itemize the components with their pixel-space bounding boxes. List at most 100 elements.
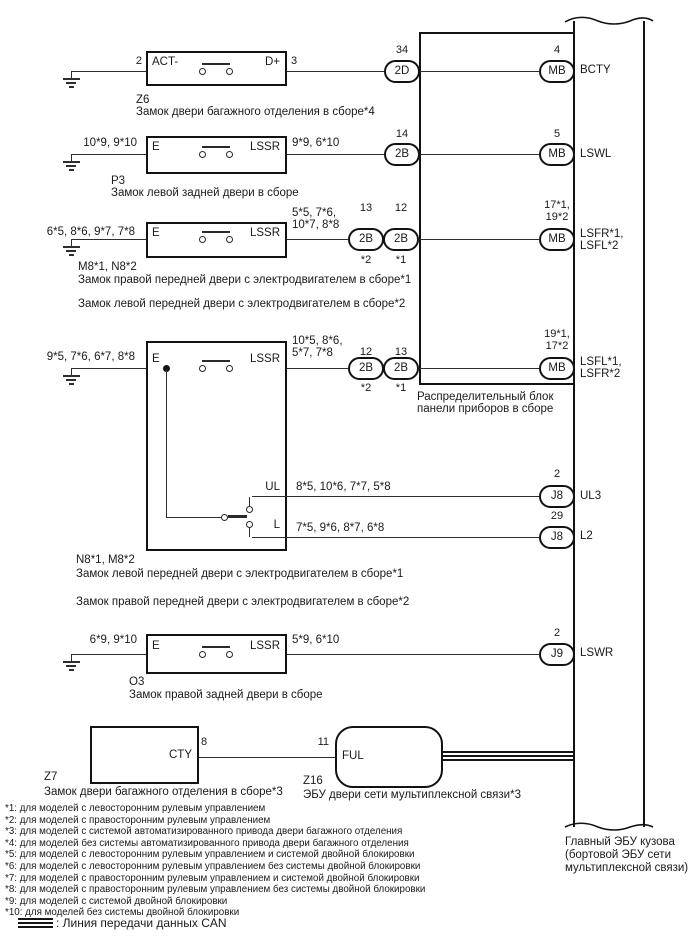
wire	[166, 517, 221, 518]
terminal-label: E	[152, 227, 160, 239]
ecu-label-line3: мультиплексной связи)	[565, 862, 688, 874]
component-desc: Замок правой передней двери с электродви…	[76, 596, 410, 608]
wire-code: 10*7, 8*8	[292, 219, 340, 231]
switch-contact-icon	[199, 651, 206, 658]
ground-icon	[69, 254, 74, 256]
switch-contact-icon	[221, 514, 228, 521]
terminal-label: L	[273, 519, 280, 531]
component-id: P3	[111, 175, 126, 187]
pin-number: 19*1,	[544, 328, 570, 340]
pin-number: 3	[291, 55, 298, 67]
connector-mb: MB	[539, 143, 575, 166]
main-body-ecu-bar	[573, 21, 645, 827]
pin-number: 5	[553, 128, 561, 140]
component-desc: Замок левой передней двери с электродвиг…	[76, 568, 404, 580]
junction-dot	[163, 365, 170, 372]
wire	[420, 154, 539, 155]
switch-contact-icon	[199, 151, 206, 158]
footnote: *3: для моделей с системой автоматизиров…	[5, 826, 403, 838]
switch-contact-icon	[226, 236, 233, 243]
wire-code: 10*5, 8*6,	[292, 335, 343, 347]
ground-icon	[63, 78, 80, 80]
wire-code: 5*7, 7*8	[292, 347, 333, 359]
footnote: *10: для моделей без системы двойной бло…	[5, 907, 240, 919]
ground-stub	[71, 368, 72, 376]
junction-block	[419, 32, 575, 385]
switch-contact-icon	[246, 506, 253, 513]
wire	[71, 71, 146, 72]
ground-stub	[71, 154, 72, 162]
wire	[71, 239, 146, 240]
component-desc: ЭБУ двери сети мультиплексной связи*3	[303, 789, 521, 801]
terminal-label: LSSR	[249, 141, 280, 153]
signal-label: UL3	[580, 490, 602, 502]
footnote: *4: для моделей без системы автоматизиро…	[5, 837, 409, 849]
ground-icon	[66, 165, 76, 167]
ground-icon	[69, 669, 74, 671]
connector-mb: MB	[539, 60, 575, 83]
component-id: Z7	[44, 771, 58, 783]
footnote: *7: для моделей с правосторонним рулевым…	[5, 872, 420, 884]
wire-code: 7*5, 9*6, 8*7, 6*8	[296, 522, 385, 534]
pin-number: 34	[395, 44, 409, 56]
signal-label: LSFL*1,	[580, 356, 622, 368]
component-desc: Замок правой задней двери в сборе	[129, 689, 323, 701]
switch-blade-icon	[228, 515, 247, 518]
connector-note: *1	[395, 254, 407, 266]
switch-blade-icon	[202, 646, 230, 648]
wire	[249, 528, 250, 537]
wire-code: 5*9, 6*10	[292, 634, 340, 646]
pin-number: 29	[550, 510, 564, 522]
wire-code: 8*5, 10*6, 7*7, 5*8	[296, 481, 391, 493]
ground-icon	[69, 86, 74, 88]
component-id: N8*1, M8*2	[76, 554, 135, 566]
switch-contact-icon	[199, 365, 206, 372]
connector-2b: 2B	[383, 228, 419, 251]
terminal-label: LSSR	[249, 227, 280, 239]
connector-j8: J8	[539, 485, 575, 508]
ground-icon	[63, 375, 80, 377]
switch-contact-icon	[226, 151, 233, 158]
wire	[166, 369, 167, 517]
wire-code: 6*9, 9*10	[89, 634, 137, 646]
wire-code: 5*5, 7*6,	[292, 207, 337, 219]
terminal-label: LSSR	[249, 353, 280, 365]
pin-number: 13	[359, 202, 373, 214]
component-id: O3	[129, 676, 145, 688]
terminal-label: LSSR	[249, 640, 280, 652]
connector-note: *1	[395, 382, 407, 394]
component-desc: Замок двери багажного отделения в сборе*…	[44, 786, 283, 798]
wire-code: 10*9, 9*10	[83, 137, 137, 149]
n8-lock-block	[146, 341, 287, 551]
connector-note: *2	[360, 254, 372, 266]
pin-number: 2	[135, 55, 142, 67]
footnote: *1: для моделей с левосторонним рулевым …	[5, 803, 266, 814]
component-id: M8*1, N8*2	[78, 261, 137, 273]
torn-edge-top-icon	[564, 16, 654, 25]
switch-contact-icon	[226, 651, 233, 658]
switch-blade-icon	[202, 360, 230, 362]
o3-lock-block	[146, 634, 287, 674]
legend-text: : Линия передачи данных CAN	[56, 916, 227, 930]
connector-2b: 2B	[348, 357, 384, 380]
ground-stub	[71, 239, 72, 247]
connector-2b: 2B	[348, 228, 384, 251]
switch-blade-icon	[202, 63, 230, 65]
m8-lock-block	[146, 222, 287, 258]
ground-icon	[66, 665, 76, 667]
pin-number: 2	[553, 627, 561, 639]
pin-number: 4	[553, 44, 561, 56]
connector-j9: J9	[539, 643, 575, 666]
ground-stub	[71, 71, 72, 79]
pin-number: 12	[394, 202, 408, 214]
wire	[287, 654, 539, 655]
wire	[71, 654, 146, 655]
connector-2b: 2B	[384, 143, 420, 166]
switch-contact-icon	[246, 521, 253, 528]
z6-lock-block	[146, 51, 287, 86]
torn-edge-bottom-icon	[564, 822, 654, 831]
wire	[419, 368, 539, 369]
pin-number: 14	[395, 128, 409, 140]
switch-blade-icon	[202, 231, 230, 233]
ground-icon	[69, 169, 74, 171]
